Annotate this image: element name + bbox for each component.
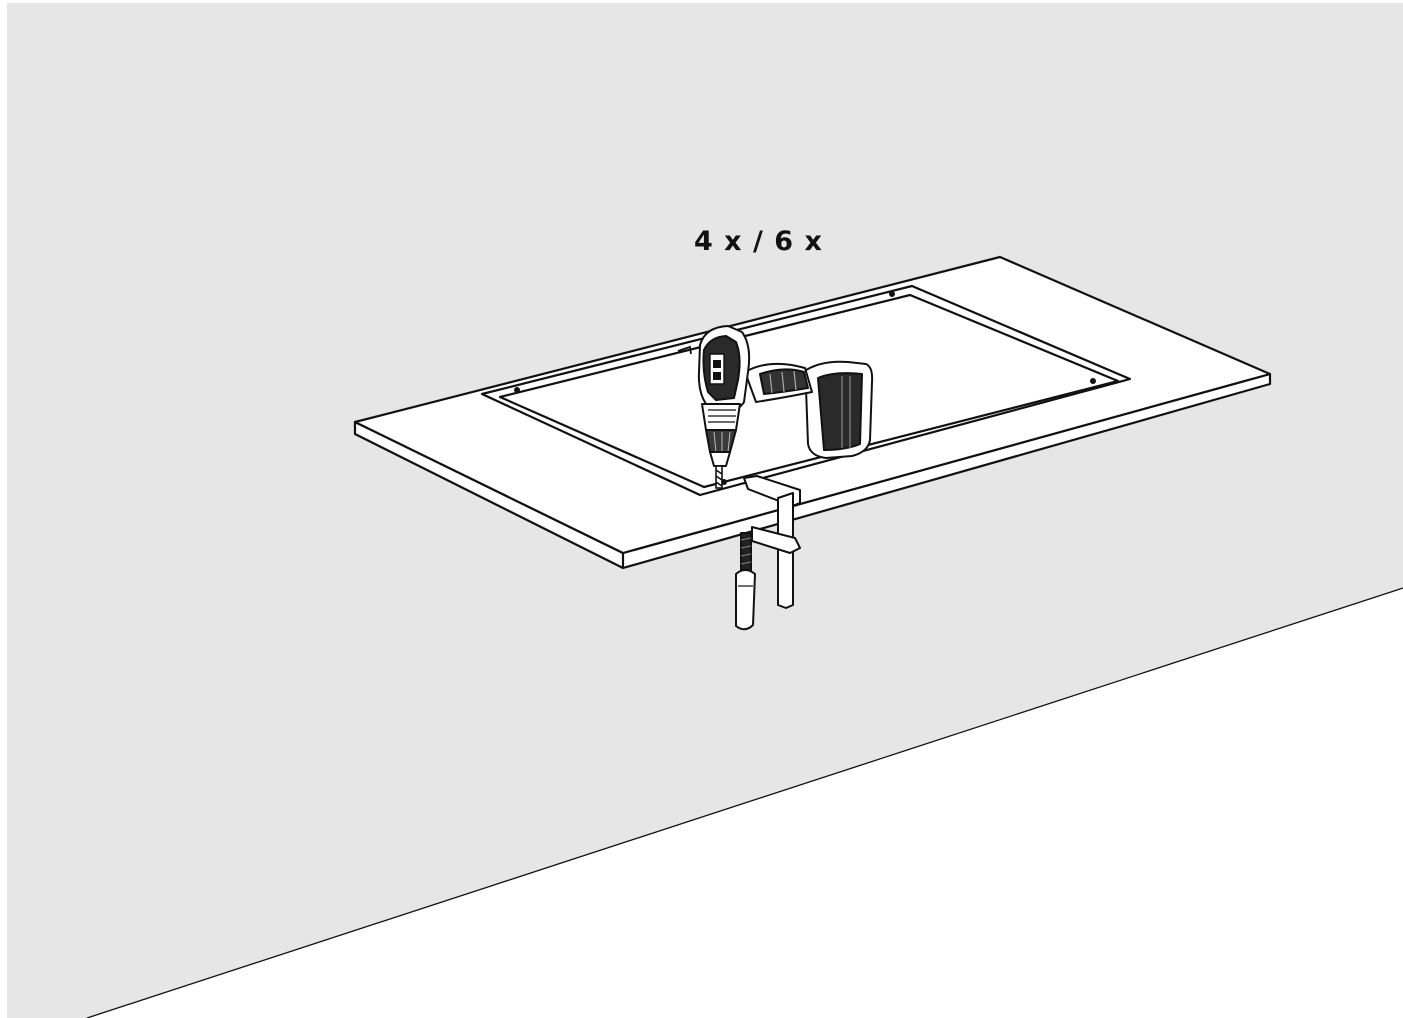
quantity-label: 4 x / 6 x	[694, 226, 823, 257]
cutout-template	[480, 284, 1132, 497]
cordless-drill-icon	[697, 325, 874, 467]
template-notch	[677, 345, 692, 355]
drill-bit-icon	[715, 465, 723, 489]
bar-clamp-icon	[735, 475, 801, 631]
floor-wall-edge	[86, 587, 1403, 1018]
